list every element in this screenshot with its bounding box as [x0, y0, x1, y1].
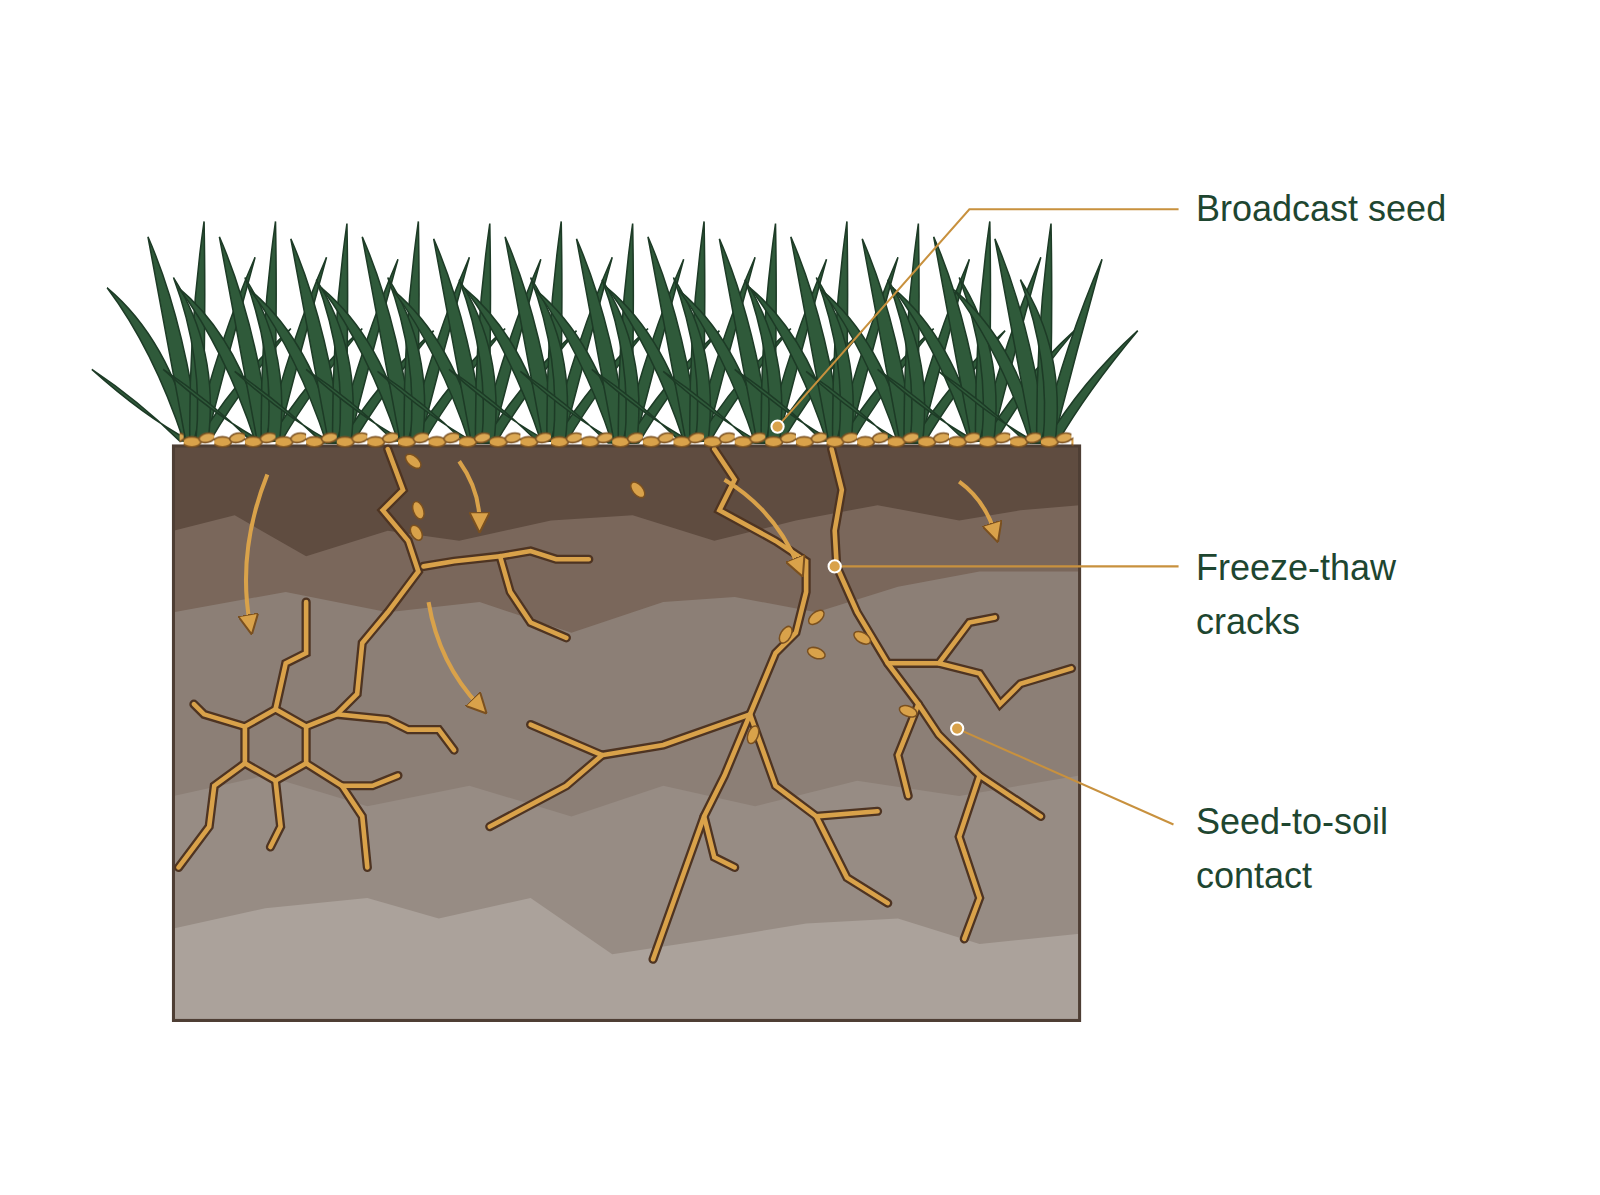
freeze-thaw-cracks: [179, 449, 1072, 959]
callout-label: Broadcast seed: [1196, 182, 1446, 236]
broadcast-seed-layer: [180, 429, 1074, 451]
soil-block: [173, 446, 1079, 1020]
buried-seeds: [403, 451, 919, 745]
callout-label: Seed-to-soil contact: [1196, 795, 1466, 903]
seed-arrows: [246, 461, 995, 706]
leader-dots: [771, 420, 963, 734]
callout-label: Freeze-thaw cracks: [1196, 541, 1466, 649]
leader-lines: [778, 209, 1179, 824]
grass: [92, 221, 1138, 442]
